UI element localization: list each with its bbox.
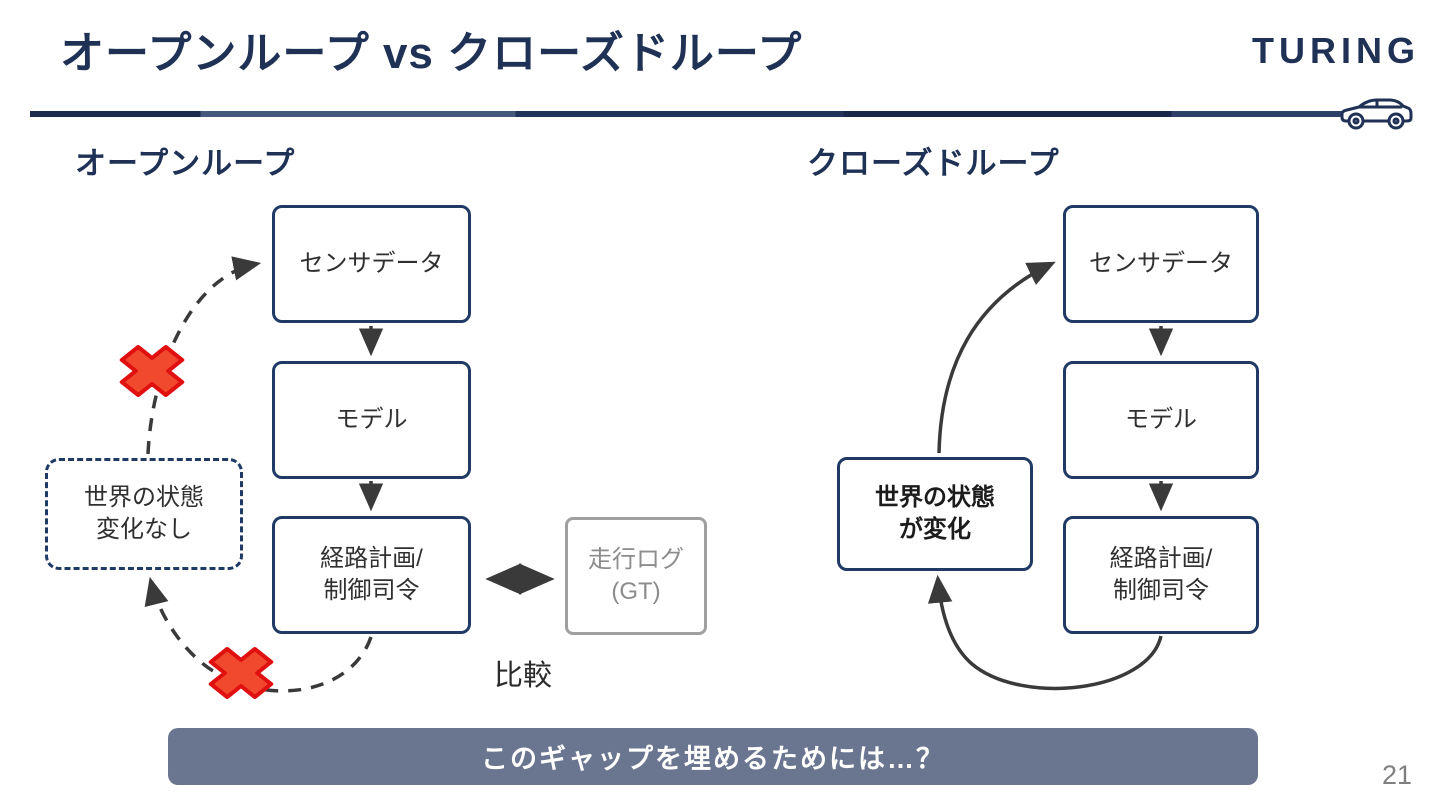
closed-sensor-data-box: センサデータ: [1063, 205, 1259, 323]
closed-loop-heading: クローズドループ: [807, 146, 1060, 181]
driving-log-gt-box: 走行ログ (GT): [565, 517, 707, 635]
red-x-bottom-icon: [197, 638, 285, 708]
title-divider-line: [30, 111, 1342, 117]
dashed-arrow-world-to-sensor: [146, 256, 262, 455]
open-sensor-data-box: センサデータ: [272, 205, 471, 323]
compare-label: 比較: [493, 660, 552, 692]
page-title: オープンループ vs クローズドループ: [60, 29, 803, 78]
red-x-top-icon: [108, 336, 196, 406]
open-world-state-box: 世界の状態 変化なし: [45, 458, 243, 570]
open-plan-control-box: 経路計画/ 制御司令: [272, 516, 471, 634]
open-loop-heading: オープンループ: [75, 146, 296, 181]
closed-model-box: モデル: [1063, 361, 1259, 479]
closed-plan-control-box: 経路計画/ 制御司令: [1063, 516, 1259, 634]
car-icon: [1340, 98, 1413, 130]
arrow-closed-world-to-sensor: [937, 261, 1056, 454]
closed-world-state-box: 世界の状態 が変化: [837, 457, 1033, 571]
page-number: 21: [1382, 760, 1413, 790]
open-model-box: モデル: [272, 361, 471, 479]
turing-logo: TURING: [1252, 30, 1420, 71]
gap-question-banner: このギャップを埋めるためには…？: [168, 728, 1258, 785]
